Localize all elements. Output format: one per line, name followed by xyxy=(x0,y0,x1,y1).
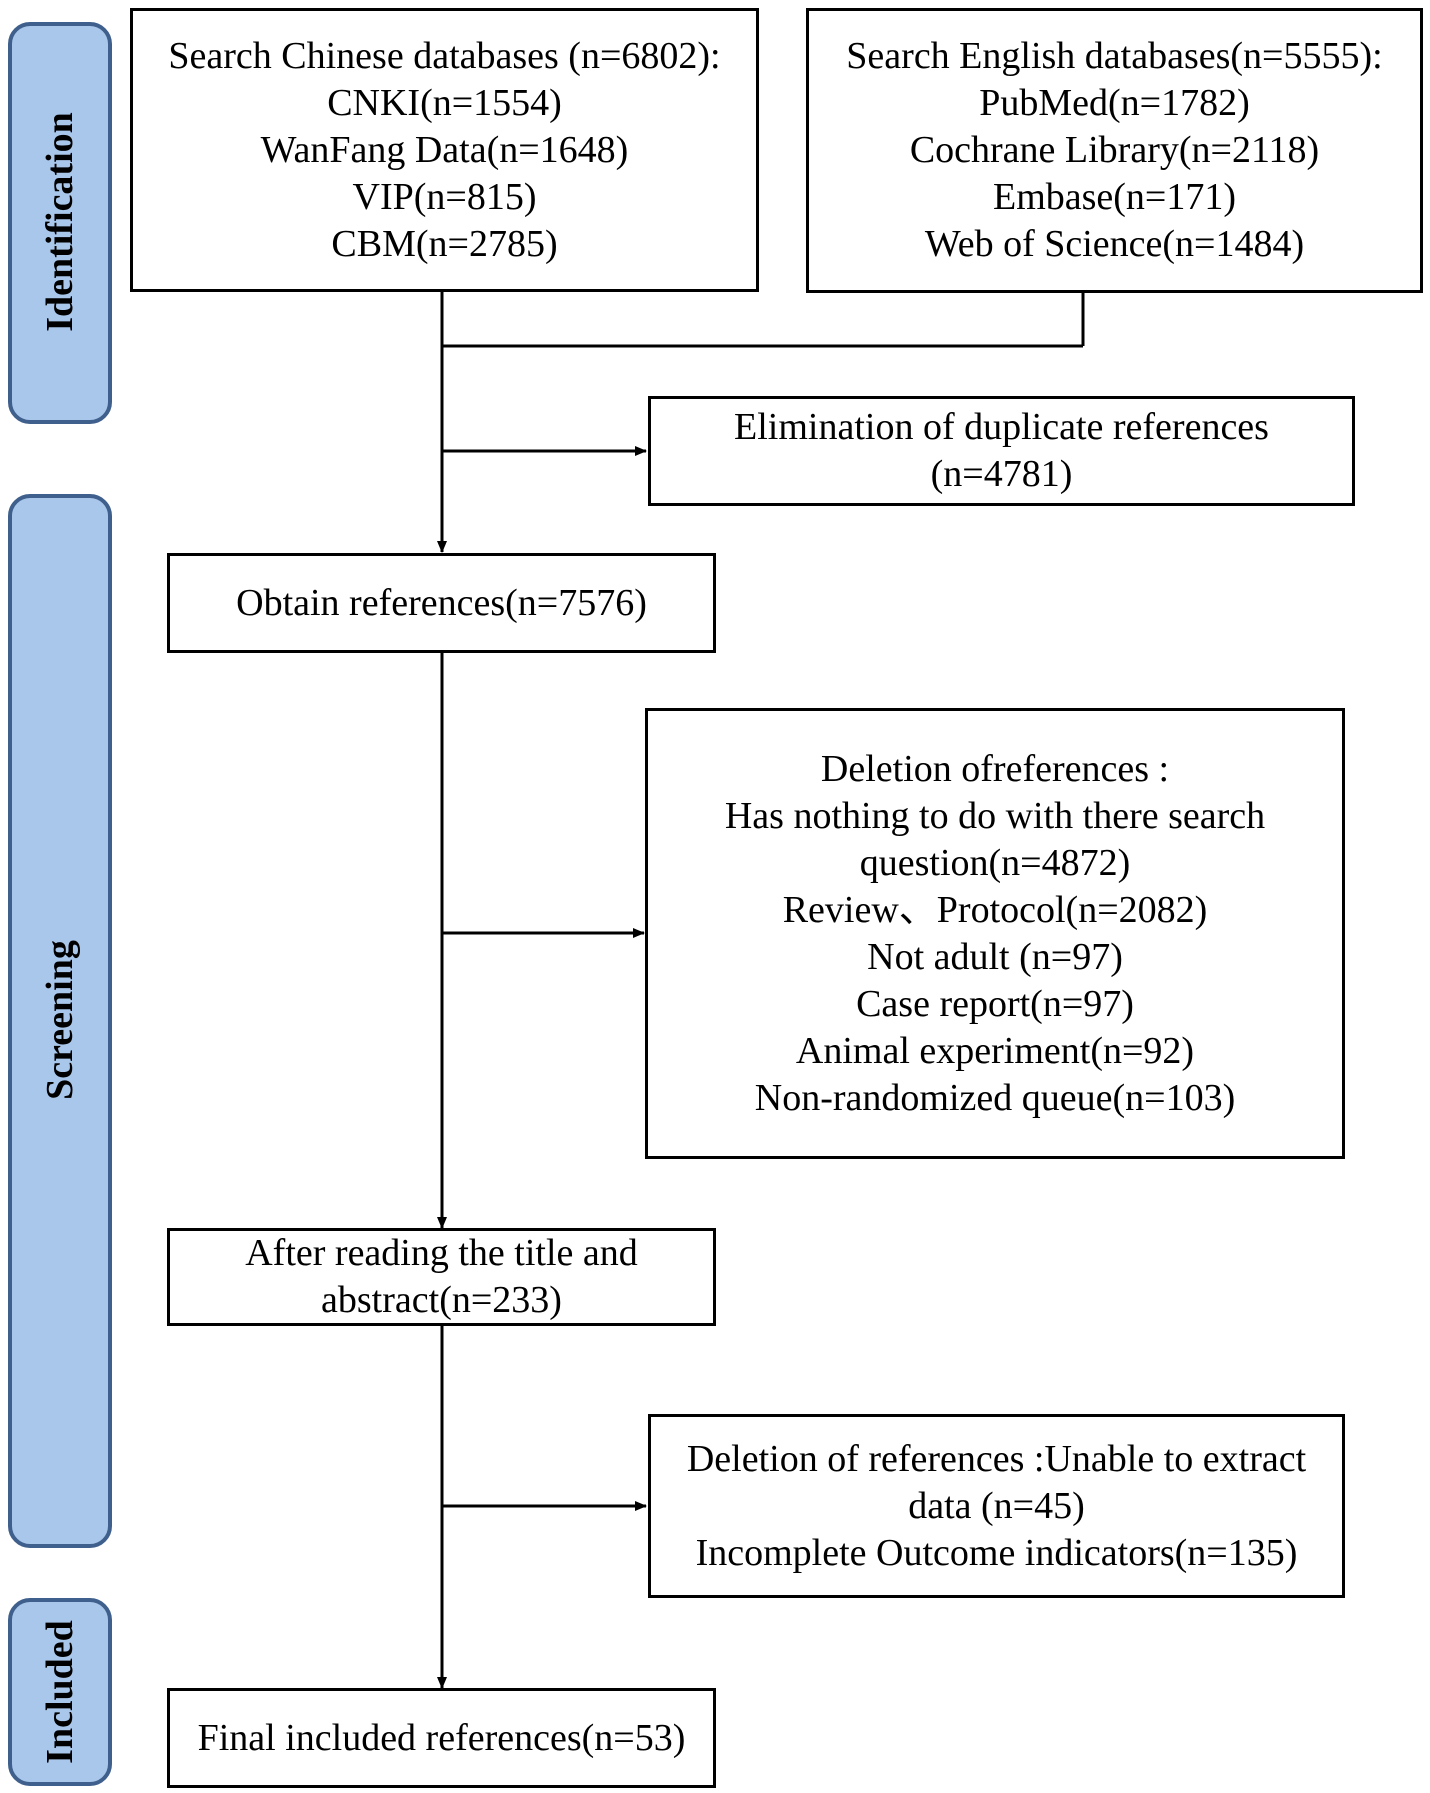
box-text-line: Not adult (n=97) xyxy=(867,935,1123,978)
box-text-line: Web of Science(n=1484) xyxy=(924,223,1305,265)
box-text-line: After reading the title and xyxy=(245,1232,638,1274)
box-text-line: Final included references(n=53) xyxy=(197,1716,686,1759)
box-text-line: VIP(n=815) xyxy=(352,175,537,218)
stage-included xyxy=(8,1598,112,1786)
box-text-line: Elimination of duplicate references xyxy=(734,406,1269,448)
box-text-line: Review、Protocol(n=2082) xyxy=(782,888,1208,931)
box-text-line: Search Chinese databases (n=6802): xyxy=(168,34,721,77)
box-text-line: Animal experiment(n=92) xyxy=(795,1029,1195,1072)
box-text-line: Obtain references(n=7576) xyxy=(236,581,647,624)
box-text-line: (n=4781) xyxy=(930,453,1073,495)
box-after-reading: After reading the title and abstract(n=23… xyxy=(167,1228,716,1326)
box-duplicates: Elimination of duplicate references (n=47… xyxy=(648,396,1355,506)
box-text-line: WanFang Data(n=1648) xyxy=(260,128,629,171)
box-obtain-references: Obtain references(n=7576) xyxy=(167,553,716,653)
box-text-line: Cochrane Library(n=2118) xyxy=(909,129,1320,171)
box-text-line: Embase(n=171) xyxy=(992,176,1237,218)
box-chinese-databases: Search Chinese databases (n=6802):CNKI(n… xyxy=(130,8,759,292)
box-text-line: Deletion of references :Unable to extrac… xyxy=(686,1437,1307,1480)
box-deletion-screening: Deletion ofreferences :Has nothing to do… xyxy=(645,708,1345,1159)
box-text-line: Incomplete Outcome indicators(n=135) xyxy=(695,1531,1298,1574)
box-text-line: CBM(n=2785) xyxy=(331,222,558,265)
box-text-line: Search English databases(n=5555): xyxy=(846,35,1383,77)
box-text-line: Has nothing to do with there search xyxy=(724,794,1266,837)
box-final-included: Final included references(n=53) xyxy=(167,1688,716,1788)
box-text-line: question(n=4872) xyxy=(859,841,1131,884)
box-english-databases: Search English databases(n=5555): PubMed(… xyxy=(806,8,1423,293)
stage-screening xyxy=(8,494,112,1548)
stage-identification xyxy=(8,22,112,424)
box-text-line: PubMed(n=1782) xyxy=(979,82,1250,124)
box-text-line: Deletion ofreferences : xyxy=(820,747,1170,790)
box-text-line: Non-randomized queue(n=103) xyxy=(754,1076,1236,1119)
box-deletion-extraction: Deletion of references :Unable to extrac… xyxy=(648,1414,1345,1598)
box-text-line: Case report(n=97) xyxy=(856,982,1134,1025)
box-text-line: CNKI(n=1554) xyxy=(327,81,562,124)
box-text-line: data (n=45) xyxy=(908,1484,1085,1527)
box-text-line: abstract(n=233) xyxy=(321,1279,562,1321)
